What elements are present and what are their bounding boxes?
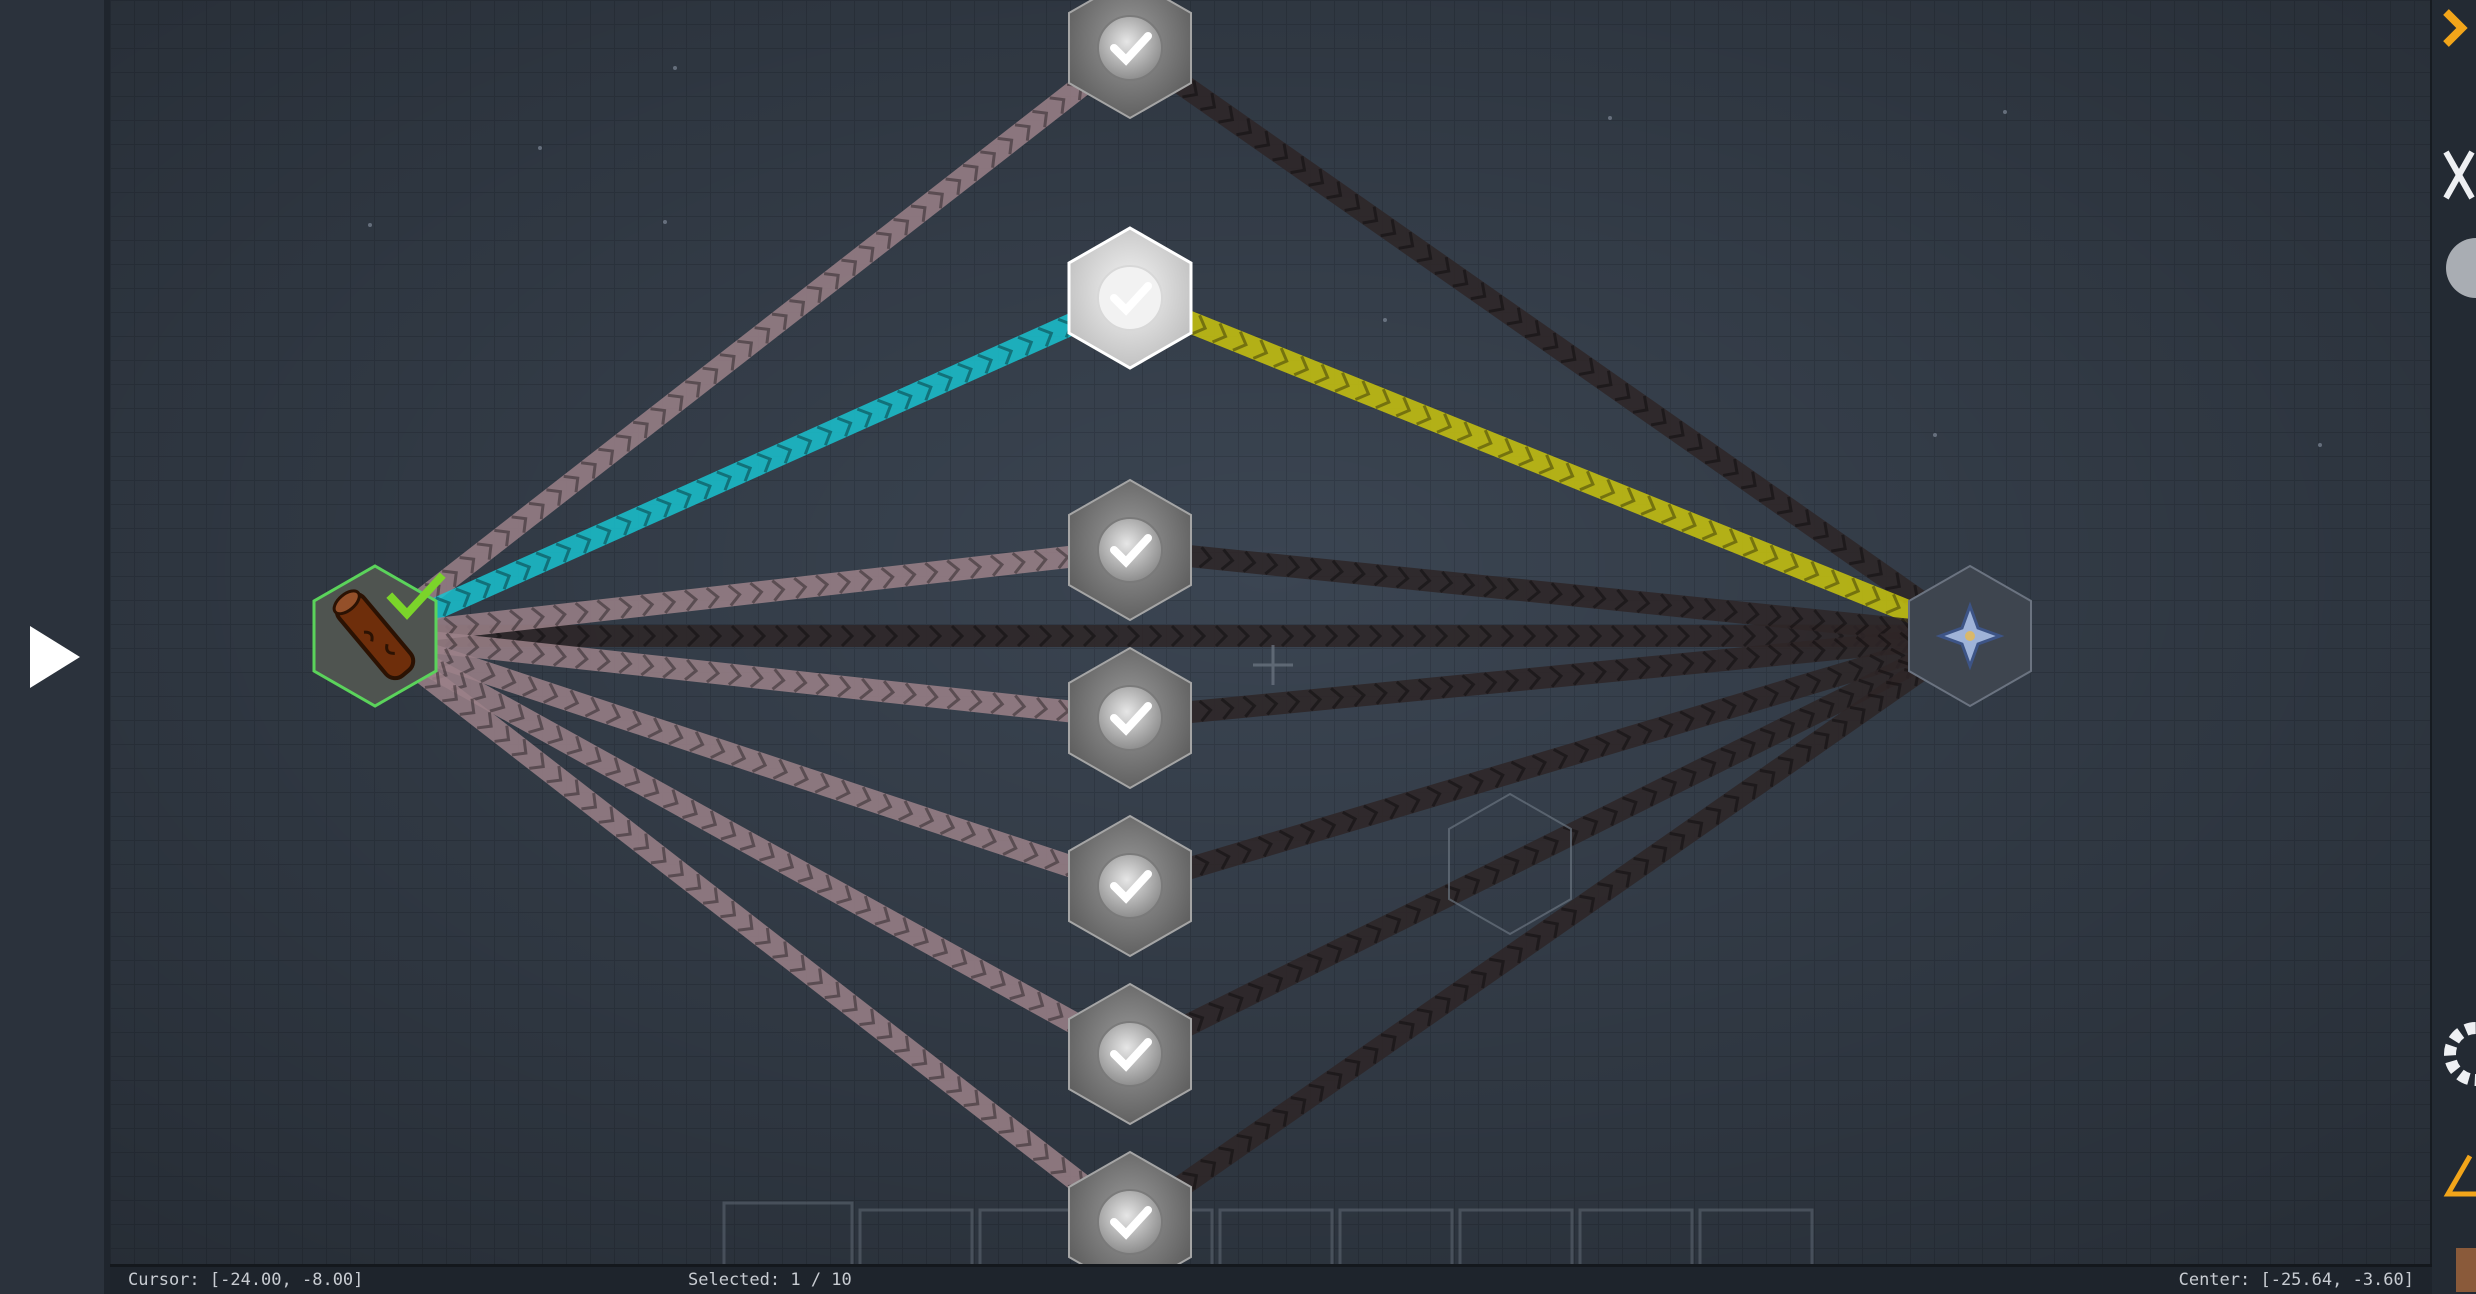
- tree-node-5[interactable]: [1068, 814, 1192, 958]
- cursor-readout: Cursor: [-24.00, -8.00]: [128, 1270, 364, 1290]
- orange-arrow-icon[interactable]: [2442, 6, 2476, 48]
- checkmark-icon: [1110, 282, 1152, 316]
- link-in-3: [373, 539, 1132, 647]
- tree-node-6[interactable]: [1068, 982, 1192, 1126]
- link-in-7: [368, 627, 1137, 1231]
- target-node[interactable]: [1908, 564, 2032, 708]
- character-icon[interactable]: [2442, 1244, 2476, 1292]
- tree-node-3[interactable]: [1068, 478, 1192, 622]
- empty-hex-slot[interactable]: [1448, 792, 1572, 936]
- left-panel-border: [104, 0, 110, 1294]
- gear-icon[interactable]: [2440, 1010, 2476, 1098]
- checkmark-icon: [1110, 534, 1152, 568]
- tree-node-1[interactable]: [1068, 0, 1192, 120]
- checkmark-icon: [1110, 1206, 1152, 1240]
- checkmark-icon: [1110, 32, 1152, 66]
- link-out-7: [1123, 626, 1977, 1232]
- warning-icon[interactable]: [2440, 1150, 2476, 1200]
- node-layer: [1067, 0, 1193, 1266]
- link-root-target: [375, 624, 1970, 648]
- link-out-2: [1125, 287, 1975, 647]
- checkmark-icon: [386, 572, 446, 620]
- tree-node-7[interactable]: [1068, 1150, 1192, 1266]
- tree-node-4[interactable]: [1068, 646, 1192, 790]
- research-tree-canvas[interactable]: [110, 0, 2432, 1266]
- status-bar: Cursor: [-24.00, -8.00] Selected: 1 / 10…: [110, 1264, 2432, 1294]
- root-item-node[interactable]: [312, 564, 446, 708]
- crosshair-icon: [1253, 645, 1293, 685]
- right-panel: [2432, 0, 2476, 1294]
- play-icon: [30, 626, 80, 688]
- tree-node-2[interactable]: [1067, 226, 1193, 370]
- log-item-icon: [332, 589, 416, 681]
- checkmark-icon: [1110, 1038, 1152, 1072]
- background-stars: [368, 66, 2322, 447]
- moon-icon[interactable]: [2440, 232, 2476, 304]
- checkmark-icon: [1110, 870, 1152, 904]
- play-button[interactable]: [24, 622, 84, 692]
- selection-readout: Selected: 1 / 10: [688, 1270, 852, 1290]
- close-icon[interactable]: [2442, 146, 2476, 204]
- center-readout: Center: [-25.64, -3.60]: [2178, 1270, 2414, 1290]
- checkmark-icon: [1110, 702, 1152, 736]
